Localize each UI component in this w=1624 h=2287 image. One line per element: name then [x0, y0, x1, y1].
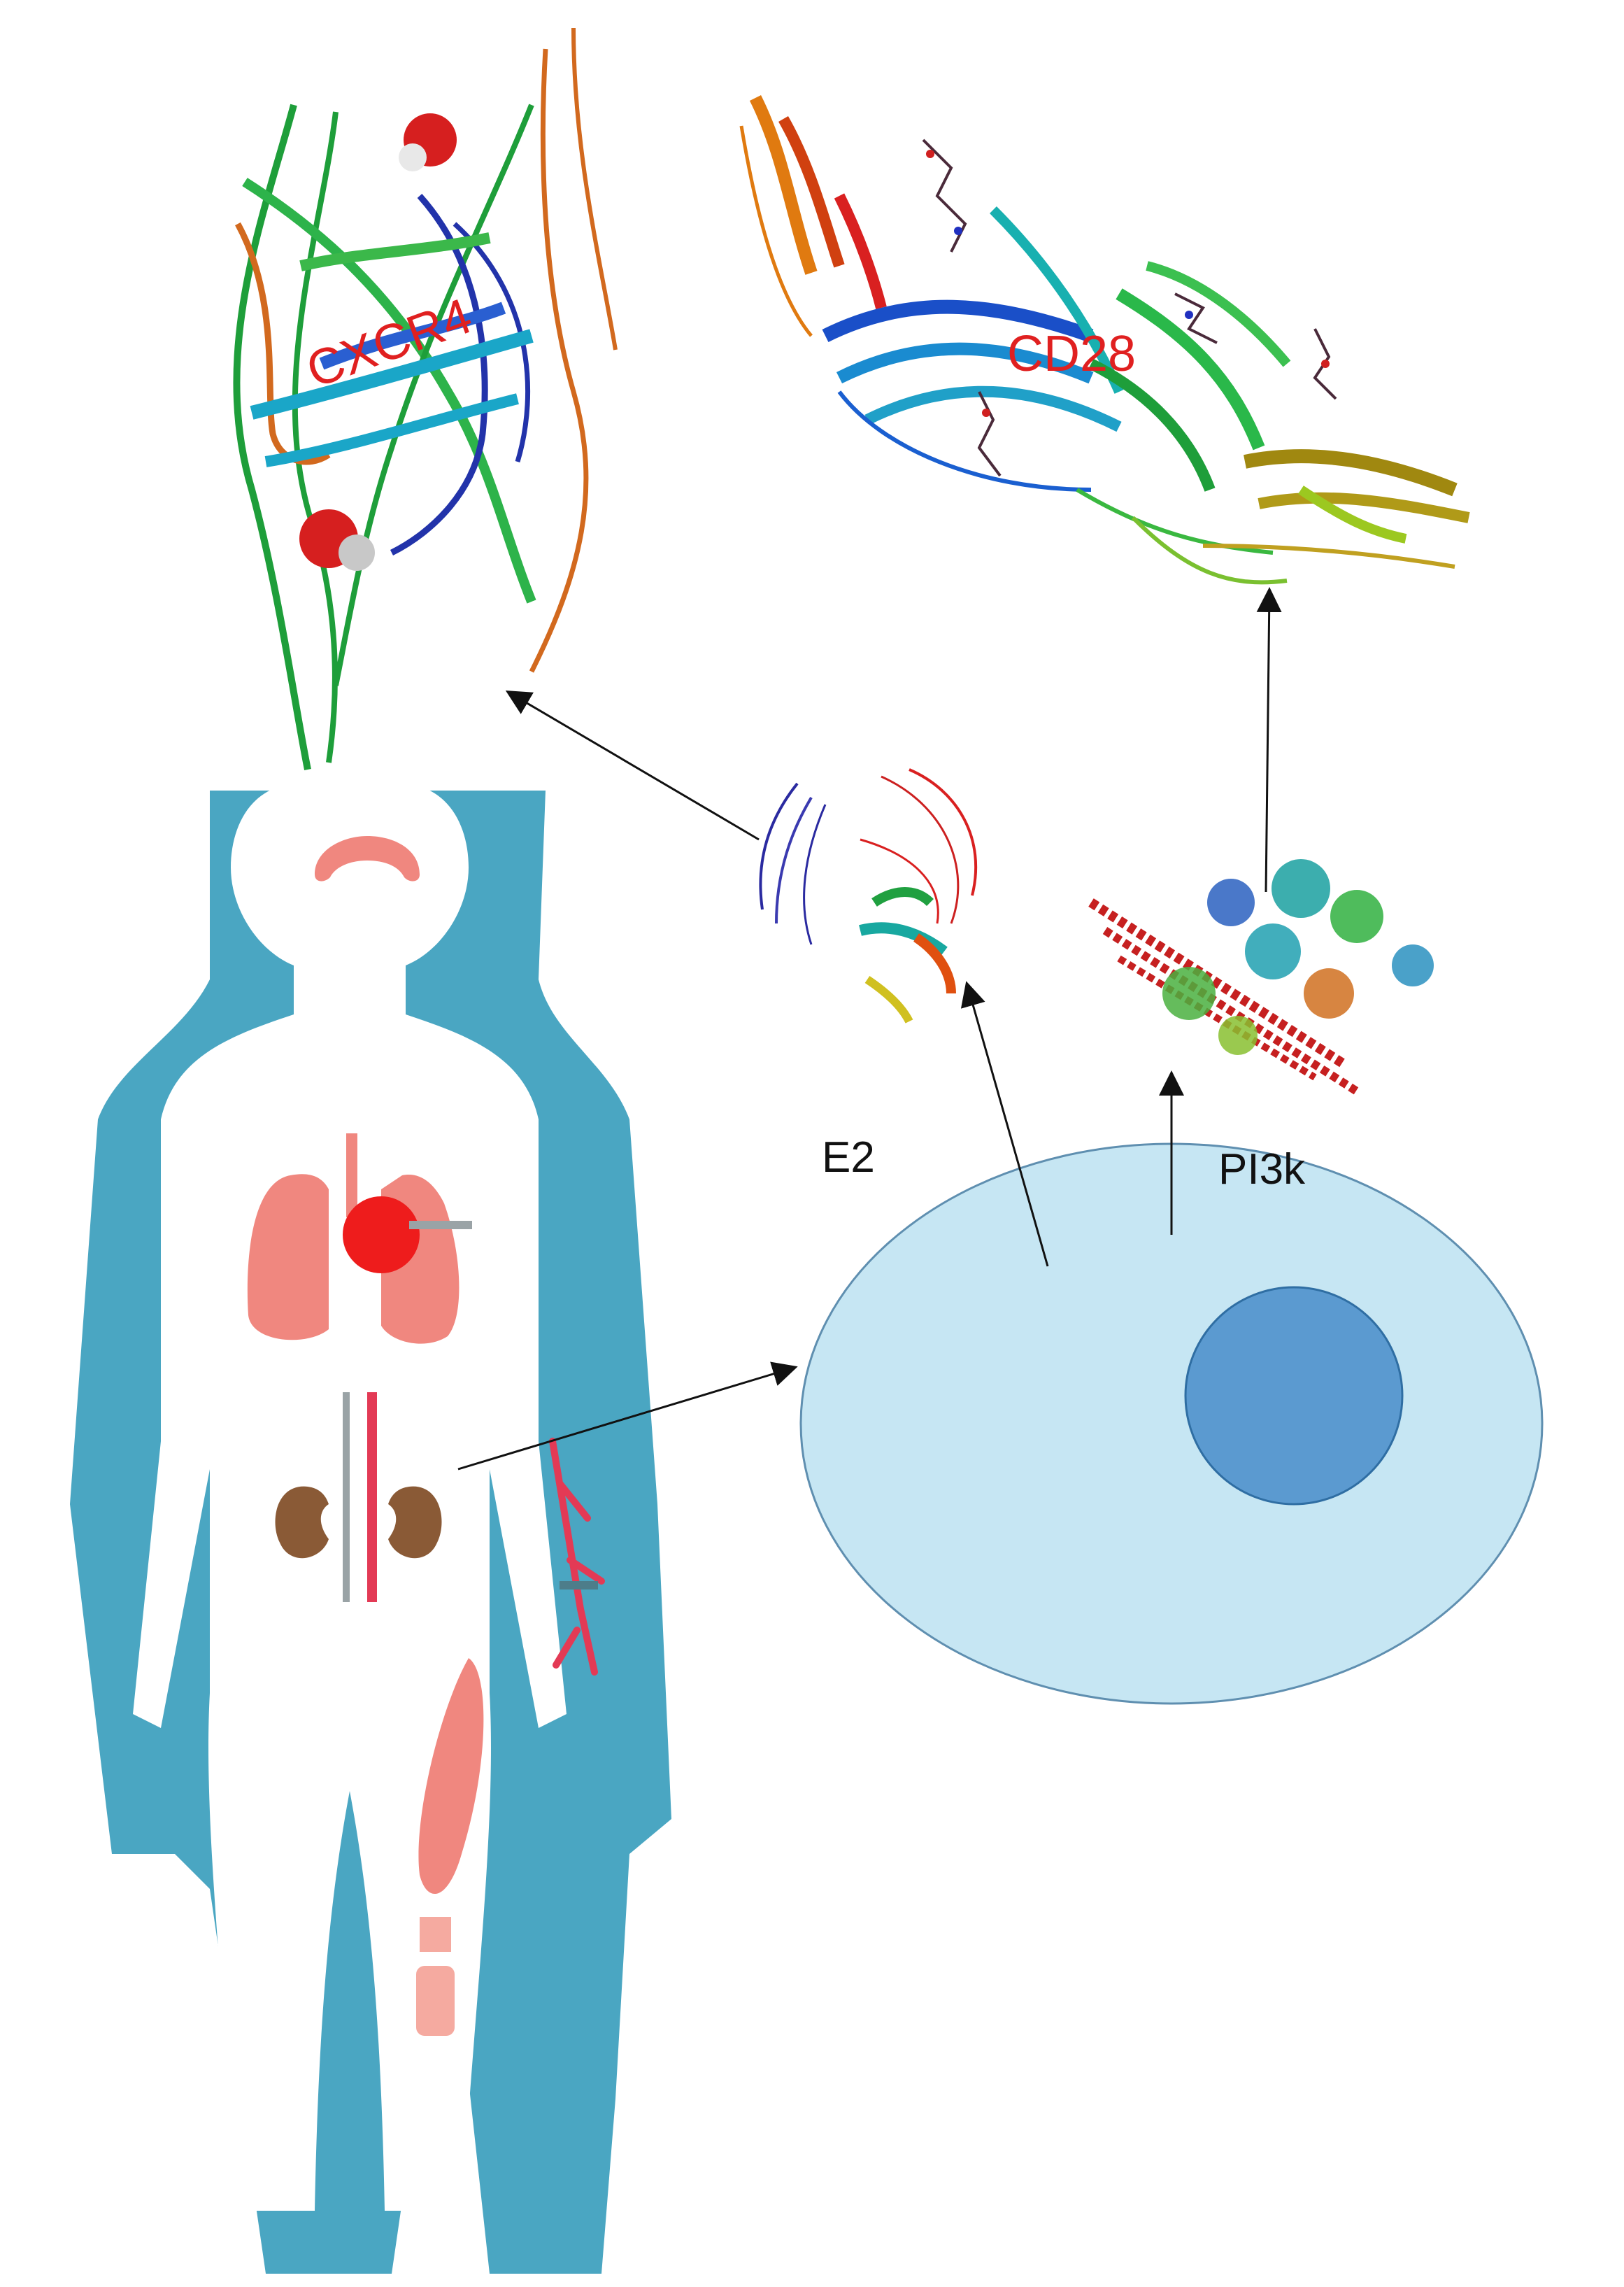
signal-arrows — [457, 587, 1282, 1471]
arm-vessel-gray — [560, 1581, 598, 1589]
cxcr4-protein-structure — [233, 27, 618, 770]
arrow-cell-to-e2 — [960, 981, 1049, 1267]
e2-label: E2 — [822, 1133, 875, 1182]
cd28-label: CD28 — [1007, 326, 1136, 382]
vena-cava — [343, 1392, 350, 1602]
human-body-illustration — [70, 784, 671, 2274]
left-lung — [247, 1174, 329, 1340]
left-kidney — [275, 1486, 329, 1559]
arrow-pi3k-to-cd28 — [1256, 587, 1282, 893]
heart-vessel — [409, 1221, 472, 1229]
trachea — [346, 1133, 357, 1217]
cell-nucleus — [1184, 1286, 1404, 1506]
pi3k-protein-structure — [1088, 859, 1434, 1096]
aorta — [367, 1392, 377, 1602]
pi3k-label: PI3k — [1218, 1145, 1306, 1194]
thigh-muscle — [418, 1658, 484, 1895]
brain-organ — [315, 836, 420, 881]
knee-joint-upper — [420, 1917, 451, 1952]
arrow-e2-to-cxcr4 — [505, 690, 760, 841]
arrow-kidney-to-cell — [457, 1361, 798, 1471]
heart-organ — [343, 1196, 420, 1273]
arm-blood-vessels — [549, 1438, 605, 1676]
cd28-protein-structure — [739, 94, 1470, 585]
right-kidney — [388, 1486, 442, 1559]
e2-receptor-structure — [759, 768, 978, 1024]
knee-joint-lower — [416, 1966, 455, 2036]
